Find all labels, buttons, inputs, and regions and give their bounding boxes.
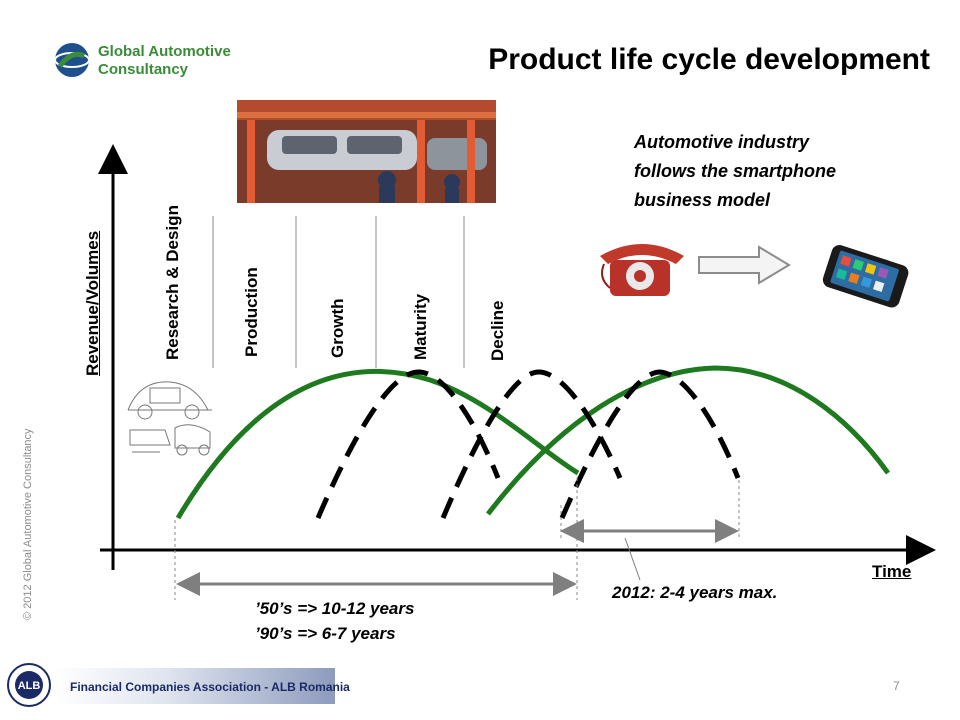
note-50s: ’50’s => 10-12 years	[255, 599, 415, 618]
page-number: 7	[893, 679, 900, 693]
car-sketch-image	[127, 381, 212, 456]
stage-label-decline: Decline	[488, 300, 507, 361]
stage-label-research: Research & Design	[163, 205, 182, 360]
short-cycle-curve-3	[559, 369, 741, 519]
alb-badge-icon: ALB	[7, 663, 51, 707]
logo-name-line1: Global Automotive	[98, 43, 231, 60]
annotation-line3: business model	[634, 190, 771, 210]
y-axis-label: Revenue/Volumes	[83, 230, 102, 376]
long-cycle-curve-1	[175, 368, 580, 520]
copyright-text: © 2012 Global Automotive Consultancy	[22, 428, 34, 620]
callout-line	[624, 537, 641, 581]
note-2012: 2012: 2-4 years max.	[612, 583, 778, 602]
arrow-right-icon	[698, 245, 791, 285]
company-logo-text: Global Automotive Consultancy	[98, 43, 231, 79]
page-title: Product life cycle development	[488, 43, 930, 76]
company-logo-icon	[54, 43, 90, 77]
factory-photo	[237, 100, 496, 203]
long-cycle-curve-2	[486, 365, 891, 516]
stage-label-growth: Growth	[328, 298, 347, 359]
note-historic: ’50’s => 10-12 years ’90’s => 6-7 years	[255, 596, 414, 646]
short-cycle-curve-1	[315, 369, 501, 519]
stage-label-maturity: Maturity	[411, 293, 430, 360]
annotation-text: Automotive industry follows the smartpho…	[634, 128, 836, 215]
note-90s: ’90’s => 6-7 years	[255, 624, 396, 643]
footer-banner	[55, 668, 335, 704]
short-cycle-curve-2	[440, 369, 623, 519]
footer-association-text: Financial Companies Association - ALB Ro…	[70, 680, 350, 694]
annotation-line2: follows the smartphone	[634, 161, 837, 181]
stage-label-production: Production	[242, 267, 261, 357]
x-axis-label: Time	[872, 562, 912, 581]
smartphone-icon	[822, 245, 909, 308]
alb-badge-text: ALB	[18, 680, 41, 692]
logo-name-line2: Consultancy	[98, 61, 189, 78]
annotation-line1: Automotive industry	[634, 132, 810, 152]
rotary-phone-icon	[600, 244, 684, 296]
